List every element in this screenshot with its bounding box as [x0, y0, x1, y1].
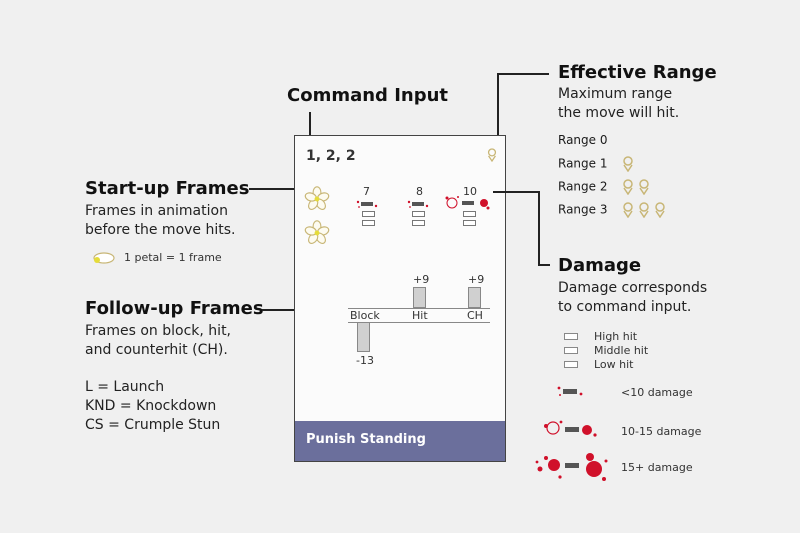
hit-level-legend: High hit Middle hit Low hit — [564, 325, 648, 371]
punish-label: Punish Standing — [306, 432, 426, 447]
hit-level-stack — [463, 211, 476, 229]
chart-category-hit: Hit — [412, 309, 428, 322]
range-label: Range 1 — [558, 156, 608, 171]
range-leader-v — [497, 73, 499, 141]
range-list: Range 0 Range 1 Range 2 Range 3 — [558, 133, 667, 225]
card-footer: Punish Standing — [295, 421, 505, 461]
abbrev-launch: L = Launch — [85, 379, 165, 395]
damage-scale-medium: 10-15 damage — [621, 425, 702, 438]
damage-heading: Damage — [558, 255, 642, 276]
hit-level-stack — [362, 211, 375, 229]
range-label: Range 2 — [558, 179, 608, 194]
followup-description: Frames on block, hit, and counterhit (CH… — [85, 323, 232, 358]
damage-leader-v — [538, 191, 540, 265]
bar-ch — [468, 287, 481, 308]
move-card: 1, 2, 2 7 8 10 Block Hit CH -13 +9 +9 Pu… — [294, 135, 506, 462]
range-person-icon — [637, 179, 651, 195]
flower-icon — [304, 220, 330, 246]
chart-category-ch: CH — [467, 309, 483, 322]
hit-level-stack — [412, 211, 425, 229]
hit-frame-label: 7 — [363, 185, 370, 198]
range-label: Range 0 — [558, 133, 608, 147]
chart-value-hit: +9 — [413, 273, 430, 286]
abbreviations: L = Launch KND = Knockdown CS = Crumple … — [85, 378, 220, 435]
hit-level-high: High hit — [564, 325, 648, 343]
flower-icon — [304, 186, 330, 212]
startup-description: Frames in animation before the move hits… — [85, 203, 236, 238]
damage-leader-h2 — [538, 264, 550, 266]
effective-range-heading: Effective Range — [558, 62, 717, 83]
range-label: Range 3 — [558, 202, 608, 217]
bar-hit — [413, 287, 426, 308]
damage-medium-icon — [544, 420, 597, 437]
petal-icon — [93, 252, 115, 264]
range-person-icon — [621, 202, 635, 218]
followup-heading: Follow-up Frames — [85, 298, 264, 319]
damage-scale-large: 15+ damage — [621, 461, 693, 474]
chart-baseline — [348, 308, 490, 309]
chart-axis — [348, 322, 490, 323]
damage-scale-small: <10 damage — [621, 386, 693, 399]
damage-large-icon — [445, 196, 490, 210]
damage-leader-h — [493, 191, 538, 193]
range-row-1: Range 1 — [558, 156, 667, 179]
range-person-icon — [621, 179, 635, 195]
command-input-leader — [309, 112, 311, 142]
chart-value-block: -13 — [356, 354, 374, 367]
command-value: 1, 2, 2 — [306, 148, 356, 164]
damage-small-icon — [557, 386, 583, 396]
range-row-3: Range 3 — [558, 202, 667, 225]
range-row-0: Range 0 — [558, 133, 667, 156]
damage-description: Damage corresponds to command input. — [558, 280, 708, 315]
command-input-heading: Command Input — [287, 85, 449, 106]
damage-large-icon — [535, 453, 608, 481]
bar-block — [357, 322, 370, 352]
range-leader-h — [497, 73, 549, 75]
abbrev-crumple-stun: CS = Crumple Stun — [85, 417, 221, 433]
chart-value-ch: +9 — [468, 273, 485, 286]
range-person-icon — [486, 148, 498, 162]
range-row-2: Range 2 — [558, 179, 667, 202]
range-person-icon — [637, 202, 651, 218]
chart-category-block: Block — [350, 309, 380, 322]
abbrev-knockdown: KND = Knockdown — [85, 398, 217, 414]
startup-leader — [249, 188, 295, 190]
hit-frame-label: 10 — [463, 185, 477, 198]
range-person-icon — [621, 156, 635, 172]
hit-level-low: Low hit — [564, 353, 648, 371]
damage-small-icon — [356, 200, 378, 208]
range-person-icon — [653, 202, 667, 218]
petal-legend: 1 petal = 1 frame — [124, 251, 222, 264]
startup-heading: Start-up Frames — [85, 178, 250, 199]
hit-frame-label: 8 — [416, 185, 423, 198]
effective-range-description: Maximum range the move will hit. — [558, 86, 680, 121]
hit-level-middle: Middle hit — [564, 339, 648, 357]
damage-small-icon — [407, 200, 429, 208]
